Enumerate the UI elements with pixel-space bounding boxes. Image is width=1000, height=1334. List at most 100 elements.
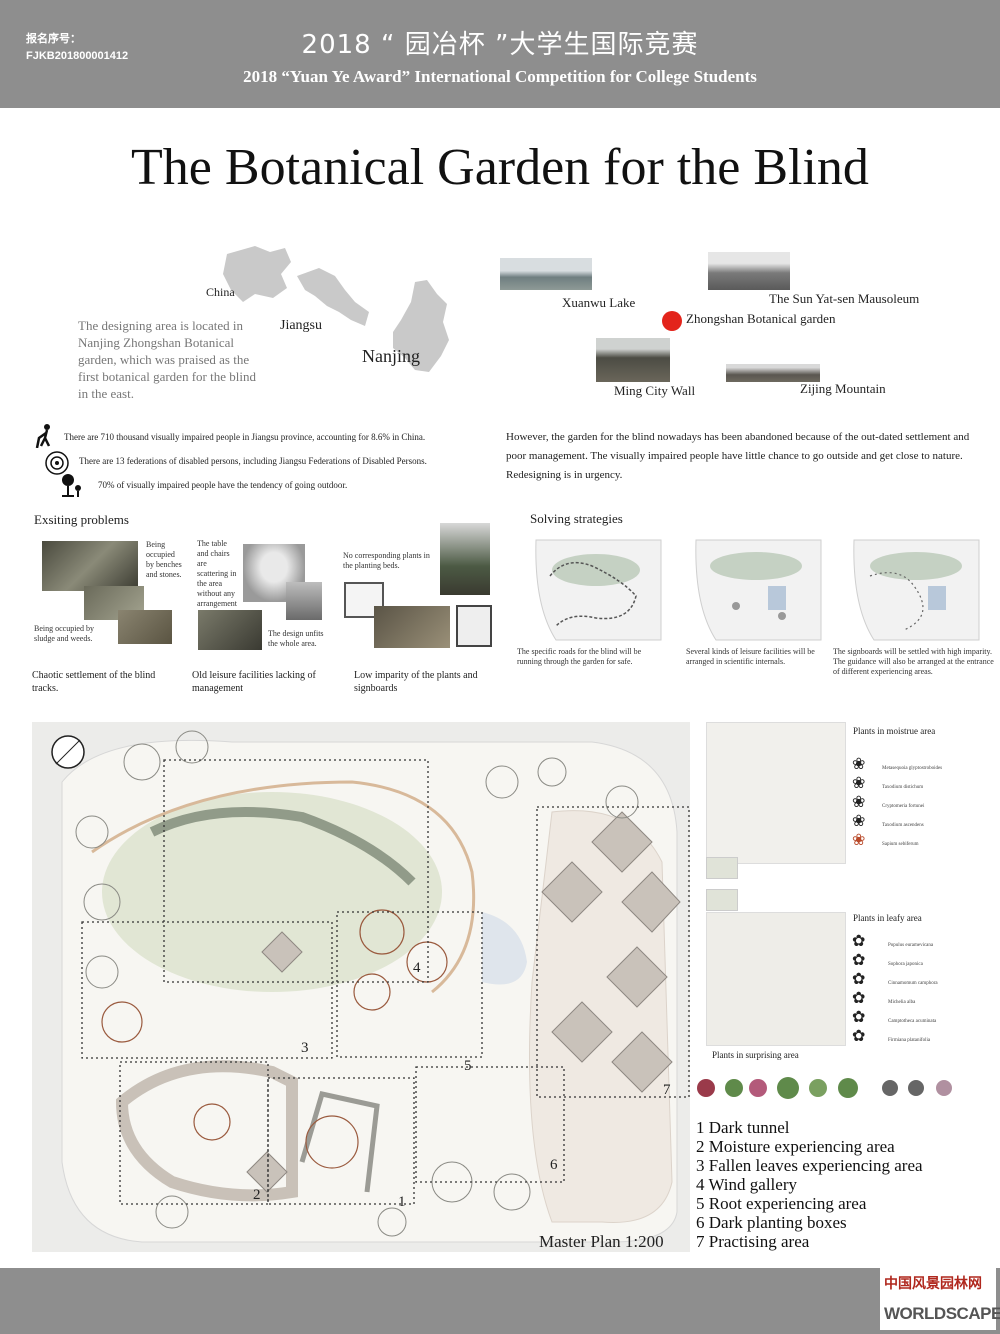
plant-label: Populus euramevicana (888, 943, 934, 948)
moisture-area-detail (706, 722, 846, 864)
mausoleum-photo (708, 252, 790, 290)
label-zijing-mountain: Zijing Mountain (800, 381, 886, 396)
problem-caption-signboards: Low imparity of the plants and signboard… (354, 670, 478, 694)
plant-label: Sapium sebiferum (882, 842, 919, 847)
moisture-section-thumb-1 (706, 857, 738, 879)
area-number-1: 1 (398, 1194, 406, 1210)
plant-label: Sophora japonica (888, 962, 923, 967)
note-plants: No corresponding plants in the planting … (343, 551, 430, 570)
problems-title: Exsiting problems (34, 512, 129, 527)
area-number-5: 5 (464, 1058, 472, 1074)
plant-label: Taxodium distichum (882, 785, 924, 790)
plant-label: Camptotheca acuminata (888, 1019, 937, 1024)
tree-symbols-brown (101, 909, 448, 1169)
area-number-6: 6 (550, 1157, 558, 1173)
practising-area-roofs (246, 811, 681, 1193)
federation-emblem-icon (45, 451, 69, 475)
fact-outdoor: 70% of visually impaired people have the… (98, 480, 348, 490)
blind-person-icon (35, 424, 51, 448)
registration-label: 报名序号： (26, 33, 81, 45)
plant-label: Cinnamomum camphora (888, 981, 938, 986)
problem-caption-tracks: Chaotic settlement of the blind tracks. (32, 670, 156, 694)
surprising-plants-title: Plants in surprising area (712, 1050, 799, 1060)
area-boundaries (81, 759, 690, 1205)
footer-logo-cn: 中国风景园林网 (884, 1276, 982, 1292)
leafy-plant-list: ✿Populus euramevicana ✿Sophora japonica … (852, 933, 938, 1045)
label-botanical-garden: Zhongshan Botanical garden (686, 311, 836, 326)
city-wall-photo (596, 338, 670, 382)
master-plan (32, 722, 690, 1252)
china-map-icon (223, 246, 291, 302)
zijing-mountain-photo (726, 364, 820, 382)
north-arrow-icon (51, 735, 85, 769)
label-jiangsu: Jiangsu (280, 318, 322, 333)
strategy-caption-roads: The specific roads for the blind will be… (517, 647, 642, 666)
problem-caption-facilities: Old leisure facilities lacking of manage… (192, 670, 316, 694)
legend-item-5: 5 Root experiencing area (696, 1194, 867, 1213)
leafy-plants-title: Plants in leafy area (853, 913, 922, 923)
label-city-wall: Ming City Wall (614, 383, 696, 398)
legend-item-6: 6 Dark planting boxes (696, 1213, 847, 1232)
outdoor-icon (62, 474, 81, 497)
jiangsu-map-icon (297, 268, 369, 326)
area-number-4: 4 (413, 960, 421, 976)
footer-logo-en: WORLDSCAPE (884, 1304, 1000, 1323)
legend-item-2: 2 Moisture experiencing area (696, 1137, 895, 1156)
legend-item-7: 7 Practising area (696, 1232, 810, 1251)
label-nanjing: Nanjing (362, 346, 420, 366)
problem-photo-benches (42, 541, 138, 591)
problem-photo-planting-bed (374, 606, 450, 648)
legend-item-1: 1 Dark tunnel (696, 1118, 790, 1137)
plant-label: Metasequoia glyptostroboides (882, 766, 943, 771)
area-number-7: 7 (663, 1082, 671, 1098)
strategies-title: Solving strategies (530, 511, 623, 526)
problem-photo-unfit (198, 610, 262, 650)
note-sludge: Being occupied by sludge and weeds. (34, 624, 94, 643)
area-legend: 1 Dark tunnel 2 Moisture experiencing ar… (696, 1118, 996, 1251)
strategy-diagrams (535, 539, 980, 641)
moisture-plant-list: ❀Metasequoia glyptostroboides ❀Taxodium … (852, 756, 943, 849)
registration-number: FJKB201800001412 (26, 50, 129, 62)
strategy-caption-facilities: Several kinds of leisure facilities will… (686, 647, 815, 666)
page-title: The Botanical Garden for the Blind (131, 139, 869, 196)
strategy-diagram-facilities (695, 539, 822, 641)
note-unfit: The design unfits the whole area. (268, 629, 324, 648)
logo-panel (880, 1268, 996, 1330)
note-table: The table and chairs are scattering in t… (197, 539, 237, 608)
strategy-diagram-signboards (853, 539, 980, 641)
label-mausoleum: The Sun Yat-sen Mausoleum (769, 291, 920, 306)
plant-label: Firmiana platanifolia (888, 1038, 931, 1043)
competition-title-cn: 2018 “ 园冶杯 ”大学生国际竞赛 (301, 30, 699, 60)
problem-photo-chair (286, 582, 322, 620)
moisture-plants-title: Plants in moistrue area (853, 726, 936, 736)
site-marker-icon (662, 311, 682, 331)
problem-photo-sign-2 (456, 605, 492, 647)
area-number-2: 2 (253, 1187, 261, 1203)
location-maps (223, 246, 449, 372)
area-number-3: 3 (301, 1040, 309, 1056)
competition-title-en: 2018 “Yuan Ye Award” International Compe… (243, 67, 757, 86)
header-bar (0, 0, 1000, 108)
fact-blind-population: There are 710 thousand visually impaired… (64, 432, 426, 442)
plant-label: Michelia alba (888, 1000, 916, 1005)
master-plan-caption: Master Plan 1:200 (539, 1232, 664, 1251)
label-xuanwu-lake: Xuanwu Lake (562, 295, 636, 310)
moisture-section-thumb-2 (706, 889, 738, 911)
intro-text: However, the garden for the blind nowada… (506, 431, 970, 481)
plant-label: Cryptomeria fortunei (882, 804, 925, 809)
problem-photo-sludge-2 (118, 610, 172, 644)
xuanwu-lake-photo (500, 258, 592, 290)
nanjing-map-icon (393, 280, 449, 372)
footer-bar (0, 1268, 1000, 1334)
location-description: The designing area is located in Nanjing… (78, 318, 256, 401)
strategy-caption-signboards: The signboards will be settled with high… (833, 647, 994, 676)
label-china: China (206, 285, 235, 299)
strategy-diagram-roads (535, 539, 662, 641)
tree-symbols-gray (75, 730, 639, 1237)
legend-item-4: 4 Wind gallery (696, 1175, 797, 1194)
note-benches: Being occupied by benches and stones. (146, 540, 182, 579)
plant-label: Taxodium ascendens (882, 823, 924, 828)
surprising-plant-icons (697, 1077, 952, 1099)
leafy-area-detail (706, 912, 846, 1046)
legend-item-3: 3 Fallen leaves experiencing area (696, 1156, 923, 1175)
